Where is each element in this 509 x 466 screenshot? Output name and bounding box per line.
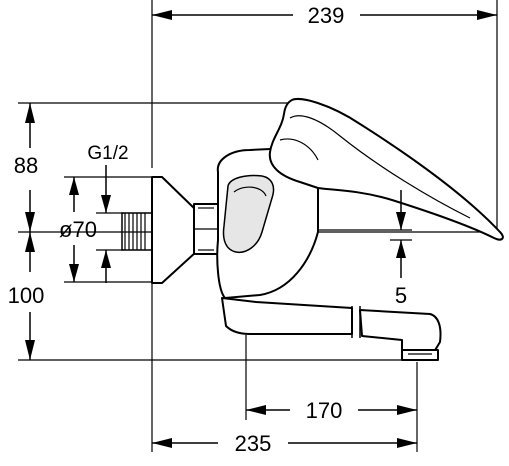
dimension-88-label: 88	[14, 153, 38, 178]
dimension-88: 88	[14, 102, 292, 232]
dimension-235: 235	[151, 283, 417, 456]
dimension-g12: G1/2	[87, 143, 129, 283]
dimension-5: 5	[318, 190, 412, 308]
dimension-o70: ø70	[59, 176, 155, 283]
dimension-100: 100	[8, 232, 408, 361]
dimension-170: 170	[245, 335, 418, 452]
dimension-239-label: 239	[308, 3, 345, 28]
diameter-label: ø70	[59, 217, 97, 242]
dimension-170-label: 170	[306, 398, 343, 423]
thread-label: G1/2	[87, 143, 128, 164]
dimension-239: 239	[151, 0, 498, 232]
dimension-235-label: 235	[235, 431, 272, 456]
dimension-5-label: 5	[395, 283, 407, 308]
faucet-body	[121, 98, 504, 361]
dimension-100-label: 100	[8, 283, 45, 308]
